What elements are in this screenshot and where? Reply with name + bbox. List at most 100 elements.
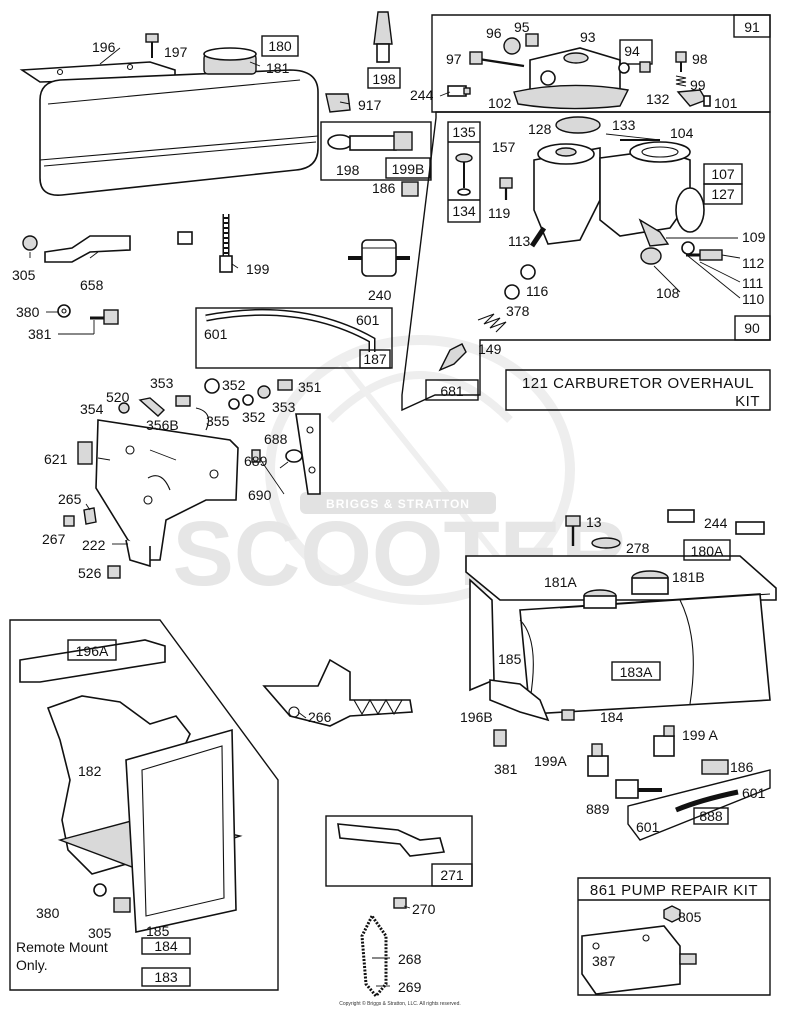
governor-link-688 bbox=[295, 413, 321, 495]
callout-244-top: 244 bbox=[410, 87, 434, 103]
box-label-107: 107 bbox=[711, 166, 735, 182]
valve-199a-1 bbox=[587, 755, 609, 777]
screw-267 bbox=[63, 515, 75, 527]
box-label-196a: 196A bbox=[76, 643, 109, 659]
callout-113: 113 bbox=[508, 233, 531, 249]
callout-351: 351 bbox=[298, 379, 322, 395]
box-183a bbox=[611, 661, 661, 681]
box-label-888: 888 bbox=[699, 808, 723, 824]
callout-110: 110 bbox=[742, 291, 765, 307]
hose-box-frame bbox=[627, 769, 771, 841]
cable-268 bbox=[360, 897, 407, 999]
carburetor-body bbox=[533, 147, 601, 245]
box-183 bbox=[141, 967, 191, 987]
control-plate-621 bbox=[95, 419, 239, 561]
pin-101 bbox=[703, 95, 711, 107]
box-681 bbox=[425, 379, 479, 401]
callout-104: 104 bbox=[670, 125, 694, 141]
callout-305: 305 bbox=[12, 267, 36, 283]
callout-526: 526 bbox=[78, 565, 102, 581]
screw-112 bbox=[699, 249, 723, 261]
fuel-line-box-187: 187 bbox=[195, 307, 393, 369]
box-198 bbox=[367, 67, 401, 89]
oring-116-top bbox=[520, 264, 536, 280]
remote-mount-frame bbox=[9, 619, 279, 991]
callout-132: 132 bbox=[646, 91, 670, 107]
needle-97 bbox=[469, 51, 483, 65]
box-label-180: 180 bbox=[268, 38, 292, 54]
callout-198: 198 bbox=[336, 162, 360, 178]
callout-181: 181 bbox=[266, 60, 290, 76]
carburetor-upper-body: 94 bbox=[469, 33, 711, 110]
washer-96 bbox=[503, 37, 521, 55]
callout-269: 269 bbox=[398, 979, 422, 995]
callout-601-d: 601 bbox=[636, 819, 660, 835]
callout-265: 265 bbox=[58, 491, 82, 507]
box-271 bbox=[431, 863, 473, 887]
screw-526 bbox=[107, 565, 121, 579]
shutoff-valve-box: 199B bbox=[320, 121, 432, 181]
bracket-266 bbox=[262, 658, 413, 727]
callout-182: 182 bbox=[78, 763, 102, 779]
carburetor-frame: 91 90 681 121 CARBURETOR OVERHAUL KIT bbox=[401, 14, 771, 412]
clip-265 bbox=[83, 507, 97, 525]
callout-278: 278 bbox=[626, 540, 650, 556]
lever-271 bbox=[337, 823, 446, 857]
callout-109: 109 bbox=[742, 229, 766, 245]
clip-356b bbox=[138, 397, 166, 417]
tank-bracket-180a bbox=[465, 555, 777, 601]
box-label-187: 187 bbox=[363, 351, 387, 367]
box-196a bbox=[67, 639, 117, 661]
carburetor-kit-line2: KIT bbox=[735, 393, 760, 410]
gasket-102 bbox=[513, 84, 630, 110]
washer-380 bbox=[57, 304, 71, 318]
callout-199: 199 bbox=[246, 261, 270, 277]
callout-95: 95 bbox=[514, 19, 530, 35]
callout-99: 99 bbox=[690, 77, 706, 93]
callout-352-a: 352 bbox=[222, 377, 246, 393]
box-label-271: 271 bbox=[440, 867, 464, 883]
screw-270 bbox=[393, 897, 407, 909]
callout-13: 13 bbox=[586, 514, 602, 530]
callout-112: 112 bbox=[742, 255, 765, 271]
box-label-198: 198 bbox=[372, 71, 396, 87]
callout-186-right: 186 bbox=[730, 759, 754, 775]
box-label-183a: 183A bbox=[620, 664, 653, 680]
callout-805: 805 bbox=[678, 909, 702, 925]
callout-601-a: 601 bbox=[204, 326, 228, 342]
pump-repair-kit: 861 PUMP REPAIR KIT bbox=[577, 877, 771, 996]
box-271-group: 271 bbox=[325, 815, 473, 887]
valve-199a-2 bbox=[653, 735, 675, 757]
screw-95 bbox=[525, 33, 539, 47]
callout-98: 98 bbox=[692, 51, 708, 67]
callout-270: 270 bbox=[412, 901, 436, 917]
spring-99 bbox=[675, 75, 687, 87]
bushing-689 bbox=[285, 449, 303, 463]
callout-197: 197 bbox=[164, 44, 188, 60]
valves-right: 888 bbox=[587, 725, 771, 841]
remote-mount-assembly: 196A 184 183 Remote Mount Only. bbox=[9, 619, 279, 991]
carburetor-kit-line1: 121 CARBURETOR OVERHAUL bbox=[522, 375, 754, 392]
callout-181b: 181B bbox=[672, 569, 705, 585]
fitting-889 bbox=[615, 779, 639, 799]
callout-116: 116 bbox=[526, 283, 549, 299]
callout-119: 119 bbox=[488, 205, 511, 221]
callout-199a-1: 199A bbox=[534, 753, 567, 769]
shutoff-valve-198 bbox=[349, 135, 397, 151]
box-127 bbox=[703, 183, 743, 205]
elbow-186-right bbox=[701, 759, 729, 775]
screw-149 bbox=[438, 343, 467, 372]
box-187 bbox=[359, 349, 391, 369]
callout-917: 917 bbox=[358, 97, 382, 113]
callout-93: 93 bbox=[580, 29, 596, 45]
screw-197 bbox=[145, 33, 159, 43]
box-180 bbox=[261, 35, 299, 57]
plate-108 bbox=[640, 247, 662, 265]
remote-mount-note-line1: Remote Mount bbox=[16, 939, 108, 955]
bracket-196a bbox=[19, 639, 166, 683]
fitting-244-top bbox=[447, 85, 471, 97]
grommet-278 bbox=[591, 537, 621, 549]
callout-108: 108 bbox=[656, 285, 680, 301]
callout-352-b: 352 bbox=[242, 409, 266, 425]
carburetor-kit-box bbox=[505, 369, 771, 411]
